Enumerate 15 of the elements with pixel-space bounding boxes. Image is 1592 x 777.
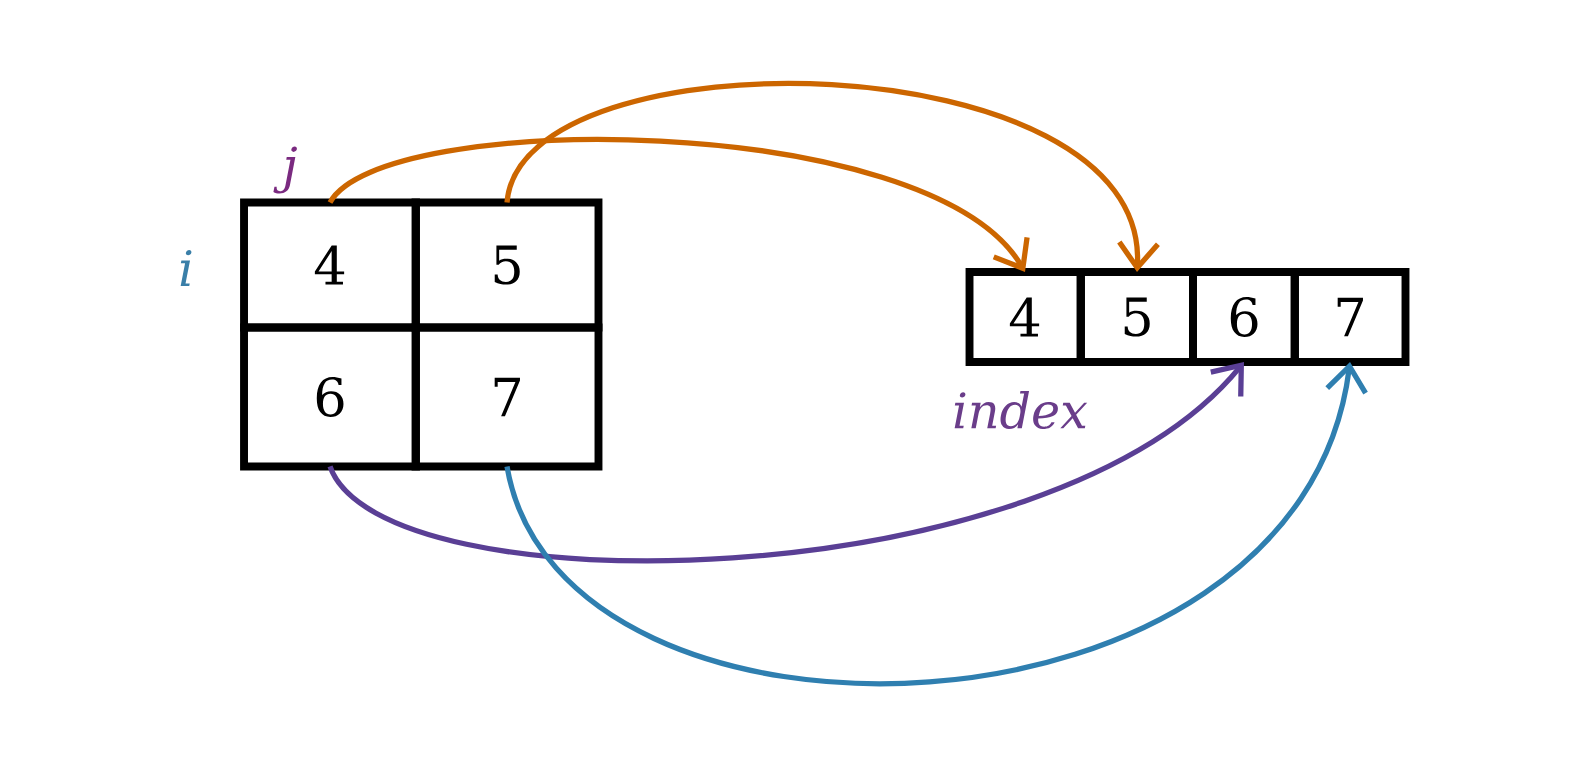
array-cell: 5	[411, 198, 603, 332]
array-cell: 7	[411, 323, 603, 471]
axis-label: j	[273, 146, 297, 194]
axis-label: i	[180, 249, 192, 287]
array-cell: 6	[240, 323, 420, 471]
array-cell: 5	[1077, 268, 1197, 366]
axis-label: index	[954, 390, 1088, 430]
array-cell: 4	[240, 198, 420, 332]
curved-arrow	[504, 362, 1368, 685]
array-cell: 7	[1290, 268, 1410, 366]
curved-arrow	[327, 362, 1244, 564]
curved-arrow	[328, 137, 1030, 272]
curved-arrow	[504, 81, 1160, 272]
array-cell: 4	[965, 268, 1085, 366]
array-cell: 6	[1189, 268, 1299, 366]
